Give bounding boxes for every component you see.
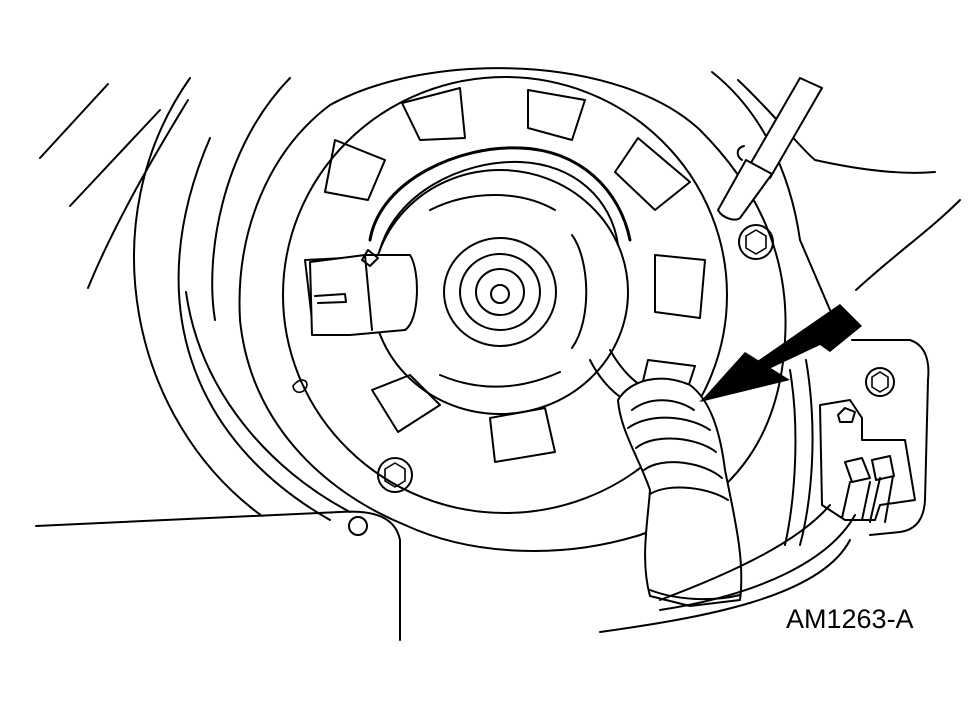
motor-wiring-harness xyxy=(589,349,743,607)
motor-mounting-flange xyxy=(238,67,787,553)
blower-motor-connector xyxy=(599,339,930,633)
blower-motor-body xyxy=(368,146,632,415)
figure-id-label: AM1263-A xyxy=(786,604,914,634)
mounting-screw-bottom xyxy=(377,457,413,493)
blower-housing-lines xyxy=(39,71,961,521)
housing-lower-plate xyxy=(35,510,401,641)
callout-arrow xyxy=(698,304,862,402)
small-retainer xyxy=(292,379,308,394)
tool-tip xyxy=(717,77,823,221)
mounting-screw-right xyxy=(738,224,774,260)
motor-terminal-tab xyxy=(309,249,418,336)
